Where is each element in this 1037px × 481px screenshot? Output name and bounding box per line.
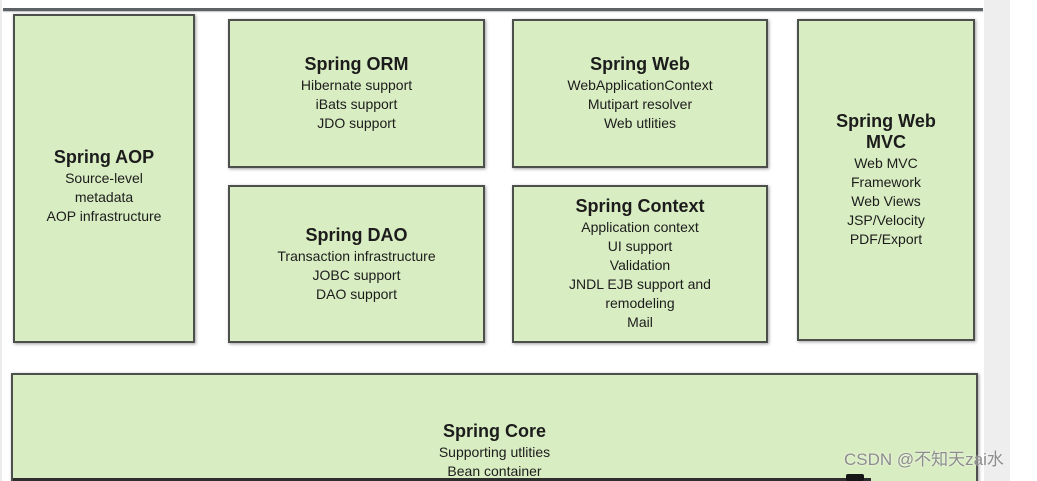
- module-title: Spring DAO: [305, 224, 408, 245]
- module-title: Spring ORM: [304, 54, 409, 74]
- module-line: Web MVC: [854, 155, 918, 171]
- module-line: DAO support: [316, 285, 397, 302]
- right-gutter-strip: [984, 0, 1010, 481]
- module-box-spring-orm: Spring ORM Hibernate support iBats suppo…: [228, 19, 485, 168]
- module-line: Mutipart resolver: [587, 96, 693, 112]
- module-box-spring-web: Spring Web WebApplicationContext Mutipar…: [512, 19, 768, 168]
- module-line: WebApplicationContext: [567, 77, 713, 93]
- module-line: Bean container: [447, 463, 542, 479]
- module-title: Spring Web MVC: [836, 111, 936, 152]
- module-line: JSP/Velocity: [847, 212, 925, 228]
- module-box-spring-core: Spring Core Supporting utlities Bean con…: [11, 373, 978, 481]
- module-title: Spring Context: [575, 196, 705, 216]
- module-line: iBats support: [315, 96, 398, 112]
- module-line: remodeling: [605, 295, 675, 311]
- module-line: Application context: [581, 219, 699, 235]
- module-line: Source-level: [65, 170, 143, 186]
- module-box-spring-context: Spring Context Application context UI su…: [512, 185, 768, 343]
- module-line: Validation: [609, 257, 671, 273]
- module-title: Spring Web: [590, 54, 690, 74]
- csdn-watermark: CSDN @不知天zai水: [844, 450, 1004, 469]
- module-title: Spring Core: [442, 421, 546, 441]
- module-line: Framework: [850, 174, 921, 190]
- module-line: JOBC support: [312, 266, 401, 283]
- module-line: UI support: [607, 238, 673, 254]
- module-line: AOP infrastructure: [46, 208, 162, 224]
- top-divider-rule: [3, 8, 983, 11]
- cropped-bottom-strip: [13, 478, 871, 481]
- left-edge-strip: [0, 0, 2, 481]
- module-box-spring-web-mvc: Spring Web MVC Web MVC Framework Web Vie…: [797, 19, 975, 341]
- module-line: Web Views: [851, 193, 921, 209]
- module-line: JDO support: [317, 115, 396, 131]
- module-box-spring-aop: Spring AOP Source-level metadata AOP inf…: [13, 14, 195, 343]
- module-line: Hibernate support: [300, 77, 413, 93]
- module-line: Mail: [627, 314, 653, 330]
- module-line: Transaction infrastructure: [277, 247, 436, 264]
- module-line: Web utlities: [603, 115, 677, 131]
- module-title: Spring AOP: [53, 147, 155, 167]
- module-line: JNDL EJB support and: [569, 276, 711, 292]
- module-line: Supporting utlities: [438, 444, 551, 460]
- module-line: PDF/Export: [849, 231, 923, 247]
- module-box-spring-dao: Spring DAO Transaction infrastructure JO…: [228, 185, 485, 343]
- module-line: metadata: [74, 189, 134, 205]
- cropped-bottom-blob: [846, 474, 864, 481]
